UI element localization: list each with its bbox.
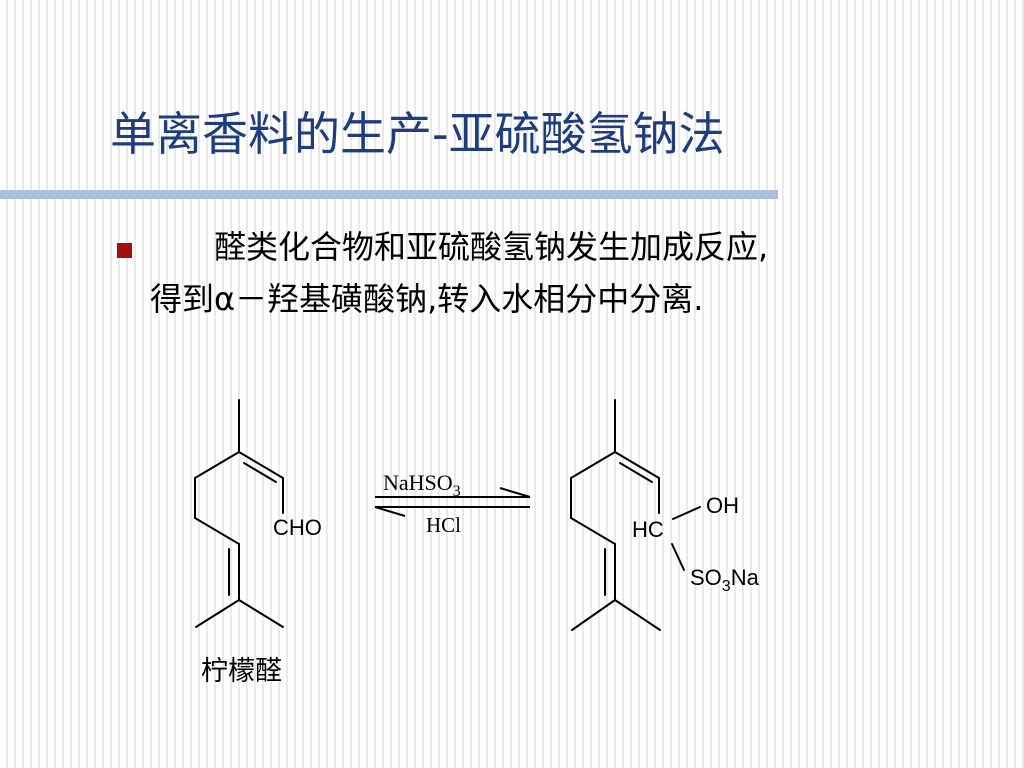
- bond: [614, 451, 660, 479]
- body-line-2: 得到α－羟基磺酸钠,转入水相分中分离.: [150, 280, 704, 318]
- title-underline: [0, 190, 778, 199]
- citral-structure: [194, 399, 284, 628]
- bond: [238, 599, 284, 628]
- product-so3na-label: SO3Na: [690, 565, 760, 595]
- bond-to-so3na: [671, 543, 685, 571]
- so3na-prefix: SO: [690, 565, 722, 590]
- forward-reagent-label: NaHSO3: [383, 470, 461, 500]
- bond: [195, 599, 240, 628]
- reverse-arrow-barb: [374, 506, 406, 517]
- bond-to-oh: [672, 506, 701, 520]
- product-oh-label: OH: [706, 493, 739, 518]
- slide-title: 单离香料的生产-亚硫酸氢钠法: [110, 107, 725, 161]
- reactant-name-label: 柠檬醛: [201, 656, 282, 687]
- body-paragraph: 醛类化合物和亚硫酸氢钠发生加成反应, 得到α－羟基磺酸钠,转入水相分中分离.: [150, 221, 1010, 325]
- forward-reagent-subscript: 3: [453, 483, 461, 500]
- body-line-1: 醛类化合物和亚硫酸氢钠发生加成反应,: [214, 228, 769, 266]
- so3na-suffix: Na: [731, 565, 760, 590]
- so3na-subscript: 3: [722, 578, 731, 595]
- bond: [571, 599, 616, 631]
- double-bond-inner: [243, 462, 277, 483]
- forward-arrow-barb: [499, 487, 531, 498]
- reactant-cho-label: CHO: [273, 515, 322, 540]
- bond: [194, 451, 240, 479]
- bullet-square-icon: [117, 243, 132, 258]
- equilibrium-arrows: [374, 487, 531, 517]
- bond: [194, 517, 240, 545]
- bond: [614, 599, 661, 631]
- bond: [570, 517, 616, 545]
- forward-reagent-main: NaHSO: [383, 470, 453, 495]
- bond: [570, 451, 616, 479]
- double-bond-inner: [619, 462, 653, 483]
- reverse-reagent-label: HCl: [426, 513, 461, 537]
- product-hc-label: HC: [632, 517, 664, 542]
- product-structure: [570, 399, 701, 631]
- bond: [238, 451, 284, 479]
